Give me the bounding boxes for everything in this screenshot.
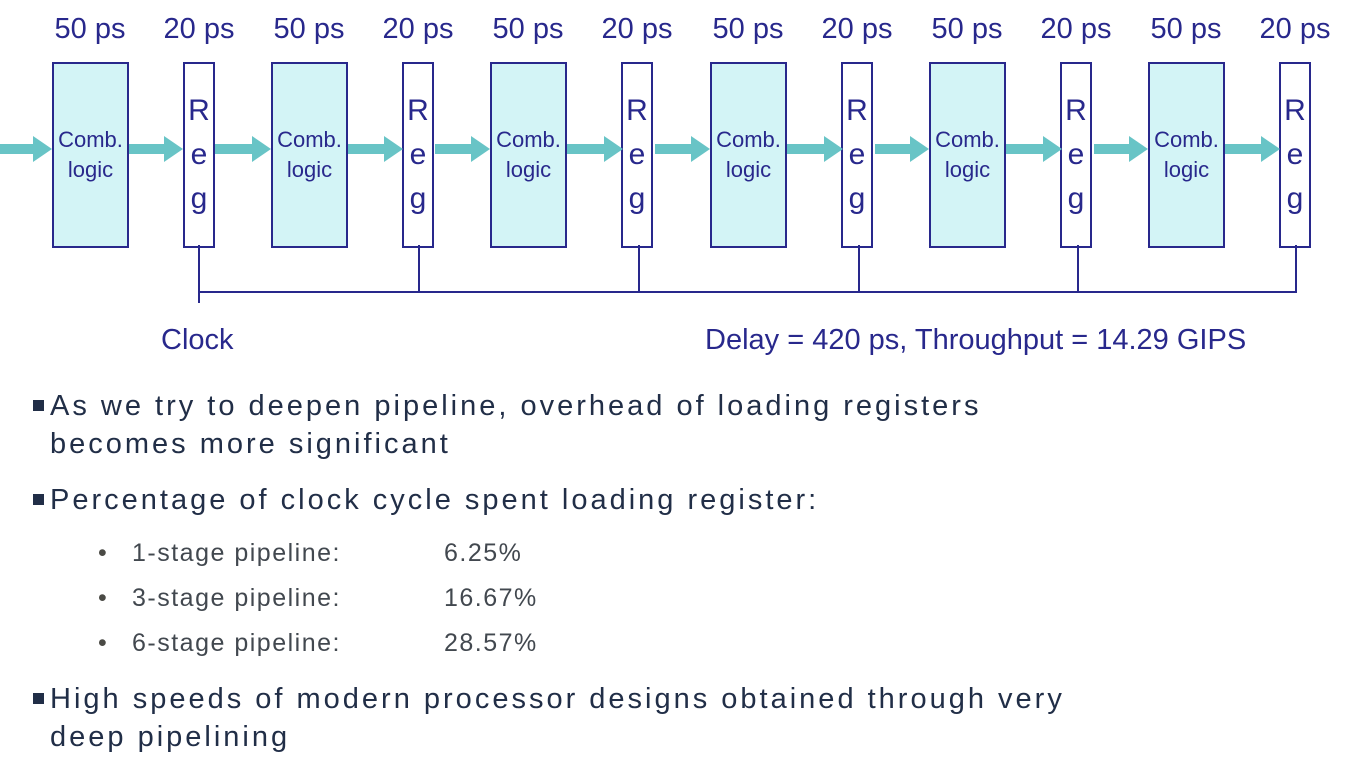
pipeline-stage-4: 50 ps 20 ps Comb. logic Reg [710,0,930,250]
comb-label-line1: Comb. [277,127,342,152]
register-box: Reg [621,62,653,248]
reg-delay-label: 20 ps [601,13,673,45]
dot-bullet-icon: • [98,629,109,657]
clock-line [1295,245,1297,293]
flow-arrow-icon [655,136,710,162]
pipeline-stage-6: 50 ps 20 ps Comb. logic Reg [1148,0,1345,250]
register-box: Reg [402,62,434,248]
square-bullet-icon [33,494,44,505]
sub-item-value: 16.67% [444,584,538,612]
comb-delay-label: 50 ps [712,13,784,45]
reg-delay-label: 20 ps [382,13,454,45]
reg-delay-label: 20 ps [821,13,893,45]
sub-item-value: 28.57% [444,629,538,657]
reg-delay-label: 20 ps [1259,13,1331,45]
pipeline-stage-3: 50 ps 20 ps Comb. logic Reg [490,0,710,250]
comb-logic-box: Comb. logic [929,62,1006,248]
comb-label-line1: Comb. [935,127,1000,152]
comb-logic-box: Comb. logic [1148,62,1225,248]
square-bullet-icon [33,693,44,704]
comb-logic-box: Comb. logic [52,62,129,248]
flow-arrow-icon [787,136,843,162]
flow-arrow-icon [435,136,490,162]
flow-arrow-icon [348,136,403,162]
clock-line [198,245,200,303]
delay-throughput-label: Delay = 420 ps, Throughput = 14.29 GIPS [705,324,1247,356]
comb-delay-label: 50 ps [54,13,126,45]
pipeline-stage-5: 50 ps 20 ps Comb. logic Reg [929,0,1149,250]
clock-line [418,245,420,293]
register-box: Reg [183,62,215,248]
comb-label-line2: logic [725,157,772,182]
clock-label: Clock [161,324,234,356]
flow-arrow-icon [1094,136,1148,162]
register-label: Reg [1065,94,1087,215]
reg-delay-label: 20 ps [1040,13,1112,45]
flow-arrow-icon [129,136,183,162]
sub-item-label: 6-stage pipeline: [132,629,341,657]
comb-label-line1: Comb. [58,127,123,152]
comb-delay-label: 50 ps [1150,13,1222,45]
reg-delay-label: 20 ps [163,13,235,45]
square-bullet-icon [33,400,44,411]
bullet-text-line: As we try to deepen pipeline, overhead o… [50,390,982,422]
register-label: Reg [846,94,868,215]
comb-logic-box: Comb. logic [710,62,787,248]
register-label: Reg [626,94,648,215]
sub-item-6-stage: • 6-stage pipeline: 28.57% [98,629,538,658]
flow-arrow-icon [0,136,52,162]
register-label: Reg [1284,94,1306,215]
bullet-text-line: Percentage of clock cycle spent loading … [50,484,820,516]
comb-delay-label: 50 ps [492,13,564,45]
register-box: Reg [1060,62,1092,248]
comb-delay-label: 50 ps [273,13,345,45]
sub-item-1-stage: • 1-stage pipeline: 6.25% [98,539,522,568]
dot-bullet-icon: • [98,539,109,567]
sub-item-label: 1-stage pipeline: [132,539,341,567]
register-label: Reg [188,94,210,215]
clock-bus-line [198,291,1297,293]
flow-arrow-icon [567,136,623,162]
flow-arrow-icon [1225,136,1280,162]
register-box: Reg [1279,62,1311,248]
comb-label-line2: logic [286,157,333,182]
comb-logic-box: Comb. logic [490,62,567,248]
comb-label-line2: logic [67,157,114,182]
comb-delay-label: 50 ps [931,13,1003,45]
clock-line [858,245,860,293]
flow-arrow-icon [1006,136,1062,162]
clock-line [638,245,640,293]
comb-label-line2: logic [1163,157,1210,182]
bullet-text-line: becomes more significant [50,428,451,460]
comb-label-line2: logic [944,157,991,182]
bullet-text-line: deep pipelining [50,721,291,753]
comb-label-line1: Comb. [716,127,781,152]
flow-arrow-icon [215,136,271,162]
pipeline-stage-2: 50 ps 20 ps Comb. logic Reg [271,0,491,250]
comb-logic-box: Comb. logic [271,62,348,248]
register-label: Reg [407,94,429,215]
comb-label-line2: logic [505,157,552,182]
pipeline-stage-1: 50 ps 20 ps Comb. logic Reg [52,0,272,250]
sub-item-3-stage: • 3-stage pipeline: 16.67% [98,584,538,613]
register-box: Reg [841,62,873,248]
flow-arrow-icon [875,136,929,162]
dot-bullet-icon: • [98,584,109,612]
sub-item-label: 3-stage pipeline: [132,584,341,612]
bullet-text-line: High speeds of modern processor designs … [50,683,1065,715]
comb-label-line1: Comb. [496,127,561,152]
comb-label-line1: Comb. [1154,127,1219,152]
clock-line [1077,245,1079,293]
sub-item-value: 6.25% [444,539,523,567]
